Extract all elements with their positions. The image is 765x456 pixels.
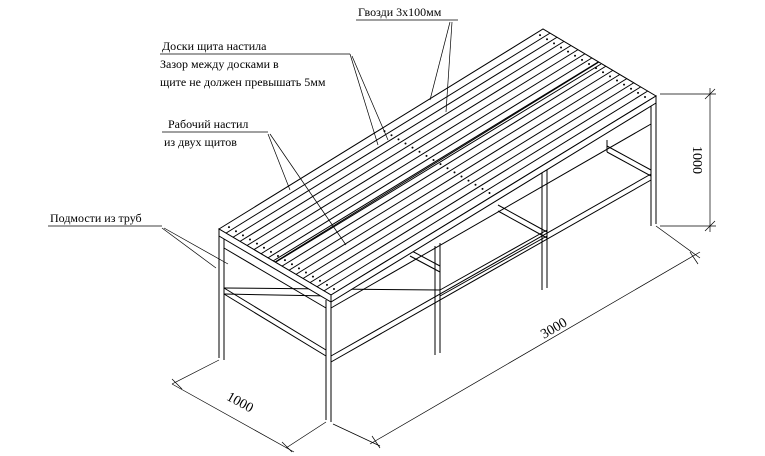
pipe-legs — [218, 101, 657, 422]
nail-dot — [439, 163, 442, 166]
label-boards-line3: щите не должен превышать 5мм — [160, 75, 326, 89]
dimension-lines — [171, 88, 716, 453]
nail-dot — [397, 138, 400, 141]
nail-dot — [418, 150, 421, 153]
nail-dot — [623, 83, 626, 86]
nail-dot — [227, 226, 230, 229]
nail-dots — [227, 34, 647, 290]
nail-dot — [574, 54, 577, 57]
nail-dot — [255, 242, 258, 245]
nail-dot — [318, 279, 321, 282]
dimension-length: 3000 — [538, 315, 570, 342]
nail-dot — [481, 187, 484, 190]
nail-dot — [234, 230, 237, 233]
deck-board-line — [316, 86, 642, 288]
pipe-braces — [223, 123, 652, 363]
nail-dot — [539, 34, 542, 37]
nail-dot — [460, 175, 463, 178]
deck-board-line — [239, 40, 565, 242]
nail-dot — [411, 146, 414, 149]
nail-dot — [553, 42, 556, 45]
deck-board-line — [309, 82, 635, 284]
nail-dot — [446, 167, 449, 170]
nail-dot — [248, 238, 251, 241]
nail-dot — [311, 275, 314, 278]
nail-dot — [546, 38, 549, 41]
nail-dot — [560, 46, 563, 49]
nail-dot — [325, 283, 328, 286]
dimension-width: 1000 — [224, 390, 256, 417]
nail-dot — [453, 171, 456, 174]
deck-board-line — [267, 57, 593, 259]
nail-dot — [283, 259, 286, 262]
nail-dot — [488, 191, 491, 194]
label-scaffold: Подмости из труб — [50, 211, 142, 225]
deck-board-line — [225, 32, 551, 234]
nail-dot — [432, 158, 435, 161]
annotation-labels: Гвозди 3х100мм Доски щита настила Зазор … — [50, 5, 704, 416]
deck-board-line — [253, 49, 579, 251]
deck-board-line — [302, 78, 628, 279]
nail-dot — [474, 183, 477, 186]
dimension-height: 1000 — [689, 146, 704, 174]
deck-board-line — [288, 69, 614, 271]
nail-dot — [637, 91, 640, 94]
pipe-frame — [218, 101, 657, 422]
deck-board-line — [323, 90, 649, 292]
nail-dot — [332, 287, 335, 290]
nail-dot — [588, 62, 591, 65]
nail-dot — [297, 267, 300, 270]
nail-dot — [630, 87, 633, 90]
deck-board-line — [281, 65, 607, 267]
nail-dot — [404, 142, 407, 145]
nail-dot — [290, 263, 293, 266]
leader-lines — [48, 19, 458, 269]
nail-dot — [425, 154, 428, 157]
deck-board-line — [246, 45, 572, 246]
nail-dot — [241, 234, 244, 237]
deck-board-line — [274, 61, 600, 263]
nail-dot — [304, 271, 307, 274]
label-deck-line1: Рабочий настил — [168, 117, 248, 131]
nail-dot — [269, 250, 272, 253]
nail-dot — [616, 79, 619, 82]
nail-dot — [609, 75, 612, 78]
deck-boards — [225, 32, 649, 292]
deck-board-line — [232, 36, 558, 238]
label-deck-line2: из двух щитов — [164, 135, 237, 149]
label-boards-line2: Зазор между досками в — [160, 57, 279, 71]
nail-dot — [644, 95, 647, 98]
deck-board-line — [260, 53, 586, 255]
nail-dot — [581, 58, 584, 61]
nail-dot — [595, 67, 598, 70]
work-deck — [218, 28, 657, 303]
nail-dot — [567, 50, 570, 53]
nail-dot — [276, 254, 279, 257]
nail-dot — [390, 134, 393, 137]
label-nails: Гвозди 3х100мм — [358, 5, 442, 19]
nail-dot — [262, 246, 265, 249]
nail-dot — [602, 71, 605, 74]
deck-board-line — [295, 73, 621, 275]
panel-joint — [272, 61, 599, 262]
nail-dot — [467, 179, 470, 182]
label-boards-line1: Доски щита настила — [162, 39, 267, 53]
